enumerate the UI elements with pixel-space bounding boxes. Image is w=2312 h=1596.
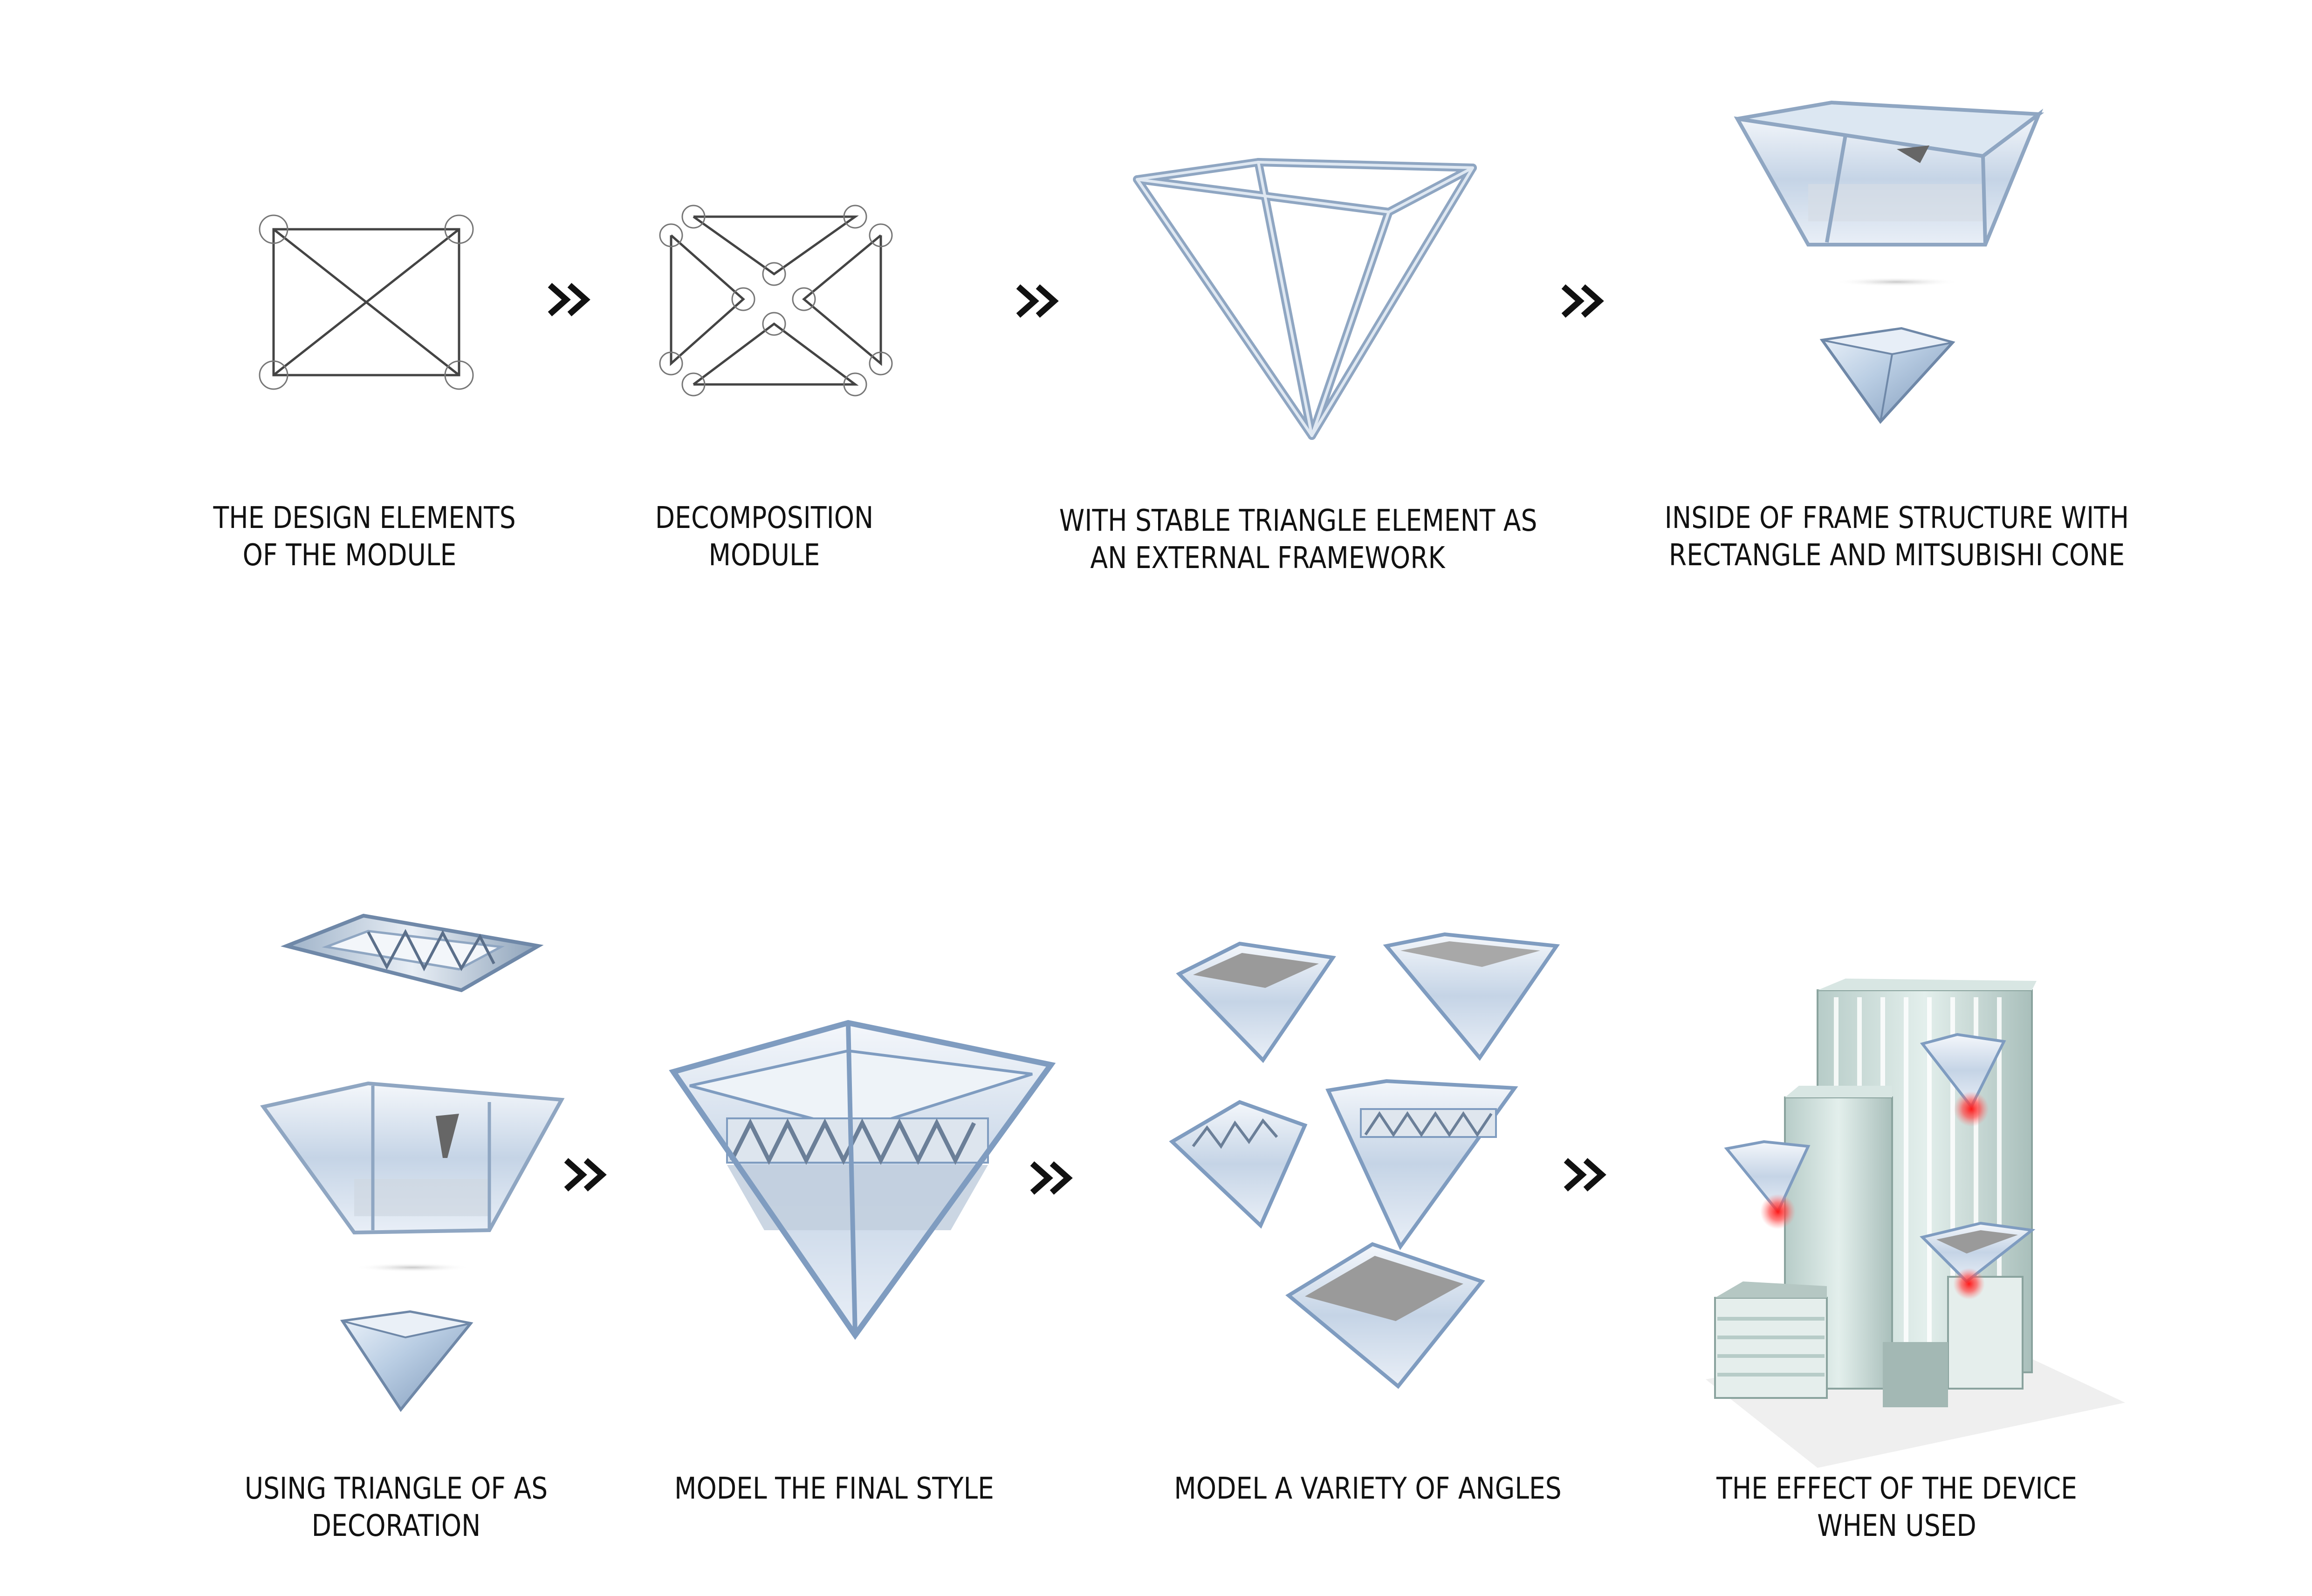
inner-frame-tray: [1734, 100, 2044, 247]
arrow-icon-5: [1030, 1161, 1073, 1195]
caption-triangle-framework: WITH STABLE TRIANGLE ELEMENT AS AN EXTER…: [1059, 504, 1537, 575]
decomposition-sketch: [659, 205, 893, 397]
module-elements-sketch: [259, 214, 474, 390]
podium-left: [1714, 1297, 1828, 1399]
arrow-icon-4: [564, 1158, 607, 1192]
angle-variant-1: [1176, 941, 1336, 1063]
caption-triangle-decoration: USING TRIANGLE OF AS DECORATION: [244, 1472, 548, 1543]
caption-device-effect: THE EFFECT OF THE DEVICE WHEN USED: [1716, 1472, 2077, 1543]
caption-design-elements: THE DESIGN ELEMENTS OF THE MODULE: [213, 501, 516, 573]
glass-tray: [260, 1081, 565, 1235]
angle-variant-3: [1169, 1100, 1308, 1229]
caption-final-style: MODEL THE FINAL STYLE: [674, 1472, 994, 1506]
arrow-icon-6: [1564, 1158, 1606, 1192]
entrance: [1883, 1342, 1948, 1407]
tray-shadow: [1834, 277, 1960, 287]
caption-variety-of-angles: MODEL A VARIETY OF ANGLES: [1174, 1472, 1562, 1506]
truss-decoration-ring: [280, 913, 544, 993]
device-right: [1920, 1221, 2036, 1300]
building-scene: [1706, 979, 2125, 1468]
device-top: [1920, 1033, 2006, 1127]
glass-tray-shadow: [354, 1263, 471, 1272]
arrow-icon-2: [1016, 284, 1059, 318]
angle-variant-2: [1383, 932, 1560, 1061]
angle-variant-5: [1285, 1242, 1485, 1389]
angle-variant-4: [1325, 1079, 1518, 1250]
arrow-icon-1: [548, 283, 590, 316]
triangle-framework: [1133, 158, 1477, 440]
final-style-model: [669, 1020, 1056, 1340]
arrow-icon-3: [1561, 284, 1604, 318]
decoration-cone: [340, 1310, 473, 1412]
caption-inside-frame: INSIDE OF FRAME STRUCTURE WITH RECTANGLE…: [1664, 501, 2129, 573]
device-left: [1724, 1140, 1811, 1229]
mitsubishi-cone: [1819, 327, 1955, 424]
caption-decomposition: DECOMPOSITION MODULE: [655, 501, 874, 573]
